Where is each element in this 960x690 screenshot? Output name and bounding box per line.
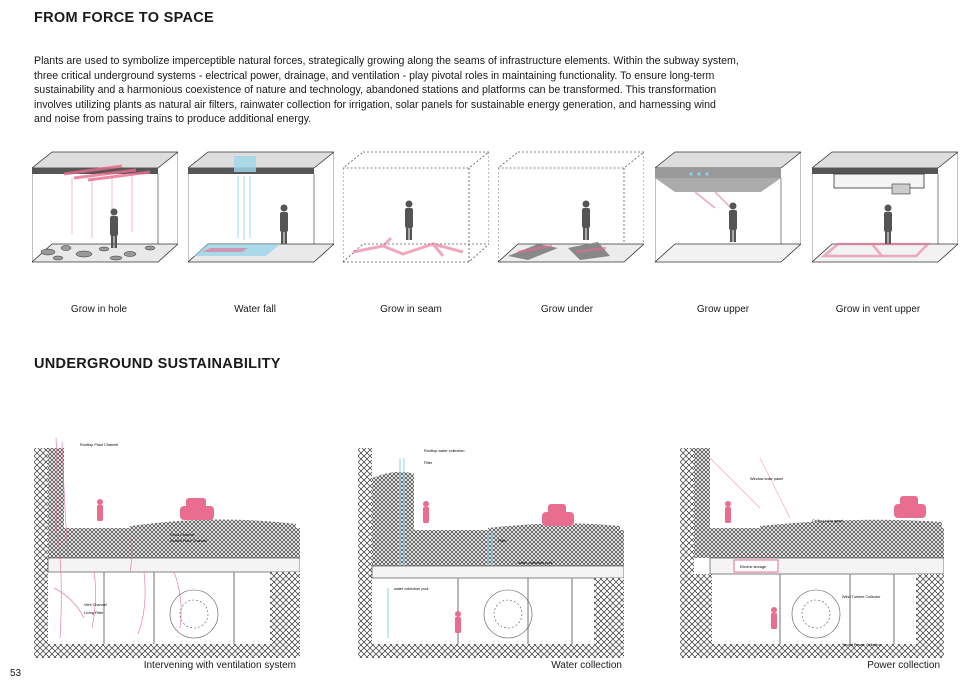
section-label: Sound Power Collector bbox=[842, 643, 882, 647]
diagram-grow-in-seam bbox=[343, 151, 489, 263]
intro-line: sustainability and a harmonious coexiste… bbox=[34, 84, 717, 97]
page-number: 53 bbox=[10, 668, 22, 679]
section-label: Rooftop Plant Channel bbox=[80, 443, 118, 447]
diagram-grow-in-vent-upper bbox=[812, 151, 958, 263]
section-title-force-to-space: FROM FORCE TO SPACE bbox=[34, 10, 214, 26]
diagram-caption: Water fall bbox=[234, 304, 276, 315]
section-caption: Power collection bbox=[867, 660, 940, 671]
intro-line: involves utilizing plants as natural air… bbox=[34, 98, 716, 111]
intro-line: Plants are used to symbolize imperceptib… bbox=[34, 55, 739, 67]
section-label: Vent Channel bbox=[84, 603, 107, 607]
diagram-grow-in-hole bbox=[32, 151, 178, 263]
section-ventilation: Rooftop Plant Channel Grow Channel Seale… bbox=[34, 438, 300, 658]
section-label: Living Filter bbox=[84, 611, 104, 615]
diagram-grow-under bbox=[498, 151, 644, 263]
diagram-caption: Grow in vent upper bbox=[835, 304, 921, 315]
section-label: Electric storage bbox=[740, 565, 766, 569]
section-label: Window solar panel bbox=[750, 477, 783, 481]
diagram-caption: Grow under bbox=[540, 304, 594, 315]
intro-line: three critical underground systems - ele… bbox=[34, 69, 715, 82]
section-label: Filter bbox=[498, 539, 507, 543]
diagram-grow-upper bbox=[655, 151, 801, 263]
section-label: Ceiling solar panel bbox=[812, 519, 843, 523]
section-water-collection: Rooftop water collection Filter Filter w… bbox=[358, 448, 624, 658]
section-label: Rooftop water collection bbox=[424, 449, 465, 453]
diagram-caption: Grow in hole bbox=[70, 304, 128, 315]
diagram-caption: Grow upper bbox=[696, 304, 750, 315]
section-power-collection: Window solar panel Ceiling solar panel E… bbox=[680, 448, 944, 658]
diagram-water-fall bbox=[188, 151, 334, 263]
intro-line: and noise from passing trains to produce… bbox=[34, 113, 312, 126]
section-label: Filter bbox=[424, 461, 433, 465]
section-caption: Intervening with ventilation system bbox=[143, 660, 296, 671]
section-label: Sealed Plant Channel bbox=[170, 539, 207, 543]
section-label: Wind Turbine Collector bbox=[842, 595, 881, 599]
section-label: water collection pool bbox=[394, 587, 429, 591]
section-title-underground-sustainability: UNDERGROUND SUSTAINABILITY bbox=[34, 356, 281, 372]
diagram-caption: Grow in seam bbox=[380, 304, 442, 315]
intro-paragraph: Plants are used to symbolize imperceptib… bbox=[34, 54, 774, 127]
section-label: Grow Channel bbox=[170, 533, 194, 537]
section-caption: Water collection bbox=[551, 660, 622, 671]
section-label: water collection pool bbox=[518, 561, 553, 565]
